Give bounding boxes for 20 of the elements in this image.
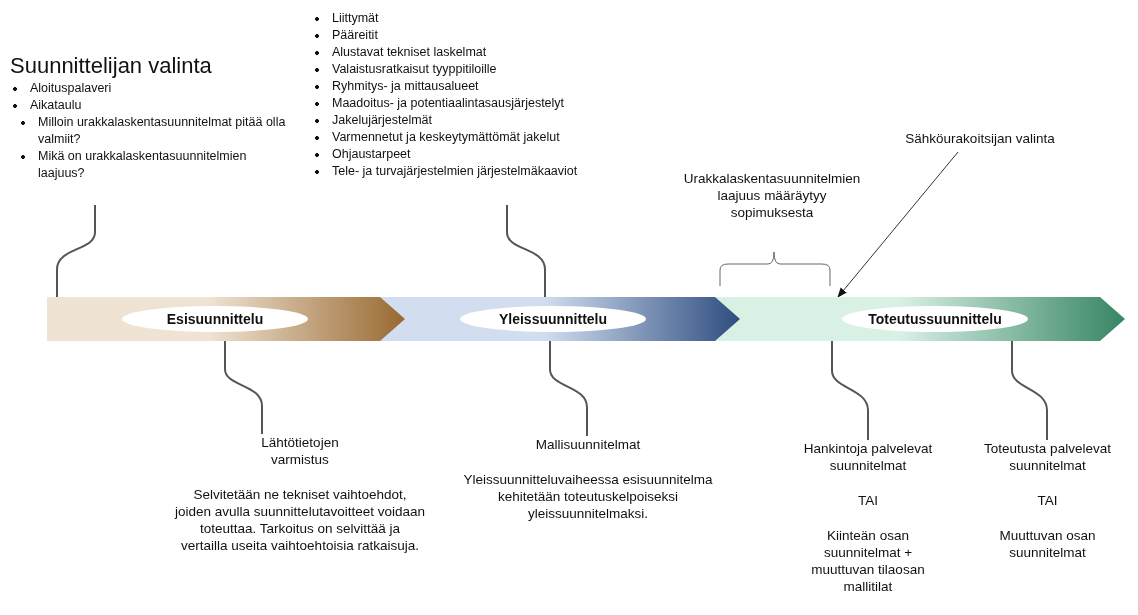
leader-line: [831, 340, 869, 441]
caption-text: Sähköurakoitsijan valinta: [904, 130, 1056, 147]
leader-line: [549, 340, 588, 437]
connector-word: TAI: [1036, 492, 1059, 509]
caption-text: Toteutusta palvelevat suunnitelmat: [983, 440, 1112, 474]
caption-text: Lähtötietojen varmistus: [260, 434, 340, 468]
leader-line: [1011, 340, 1048, 441]
description-text: Selvitetään ne tekniset vaihtoehdot, joiden avulla suunnittelutavoitteet voidaan toteuttaa. Tarkoitus on selvittää ja vertailla useita vaihtoehtoisia ratkaisuja.: [175, 486, 425, 554]
description-text: Kiinteän osan suunnitelmat + muuttuvan tilaosan mallitilat: [810, 527, 926, 595]
leader-line: [56, 204, 96, 298]
caption-text: Mallisuunnitelmat: [534, 436, 642, 453]
leader-line: [506, 204, 546, 298]
description-text: Muuttuvan osan suunnitelmat: [998, 527, 1097, 561]
heading: Suunnittelijan valinta: [10, 52, 212, 80]
connector-word: TAI: [857, 492, 879, 509]
note-text: Urakkalaskentasuunnitelmien laajuus määräytyy sopimuksesta: [682, 170, 862, 221]
leader-line: [224, 340, 263, 435]
arrow: [837, 151, 959, 298]
caption-text: Hankintoja palvelevat suunnitelmat: [802, 440, 934, 474]
description-text: Yleissuunnitteluvaiheessa esisuunnitelma kehitetään toteutuskelpoiseksi yleissuunnitelmaksi.: [462, 471, 714, 522]
